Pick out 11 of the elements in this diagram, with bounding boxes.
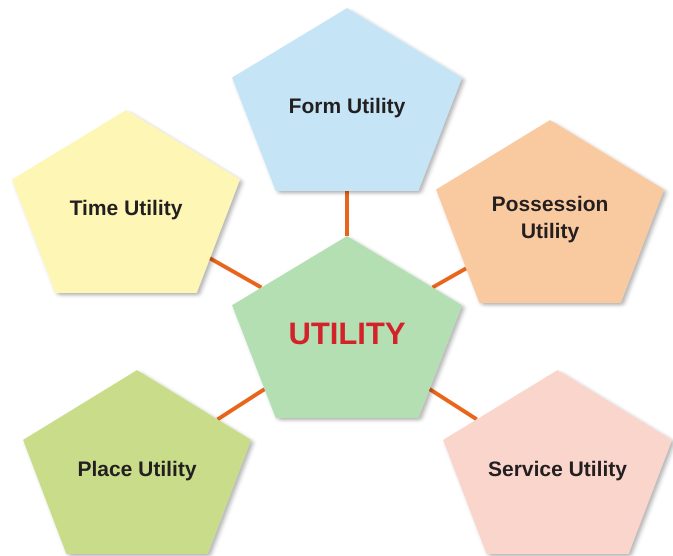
- node-label: Possession Utility: [490, 192, 610, 246]
- center-title: UTILITY: [287, 315, 407, 353]
- node-label: Service Utility: [487, 457, 628, 483]
- connector-line: [208, 256, 262, 290]
- connector-line: [345, 191, 349, 236]
- node-label: Form Utility: [288, 94, 406, 120]
- connector-line: [428, 387, 478, 422]
- connector-line: [216, 387, 266, 422]
- node-label: Time Utility: [68, 196, 184, 222]
- node-label: Place Utility: [76, 457, 198, 483]
- connector-line: [432, 266, 468, 290]
